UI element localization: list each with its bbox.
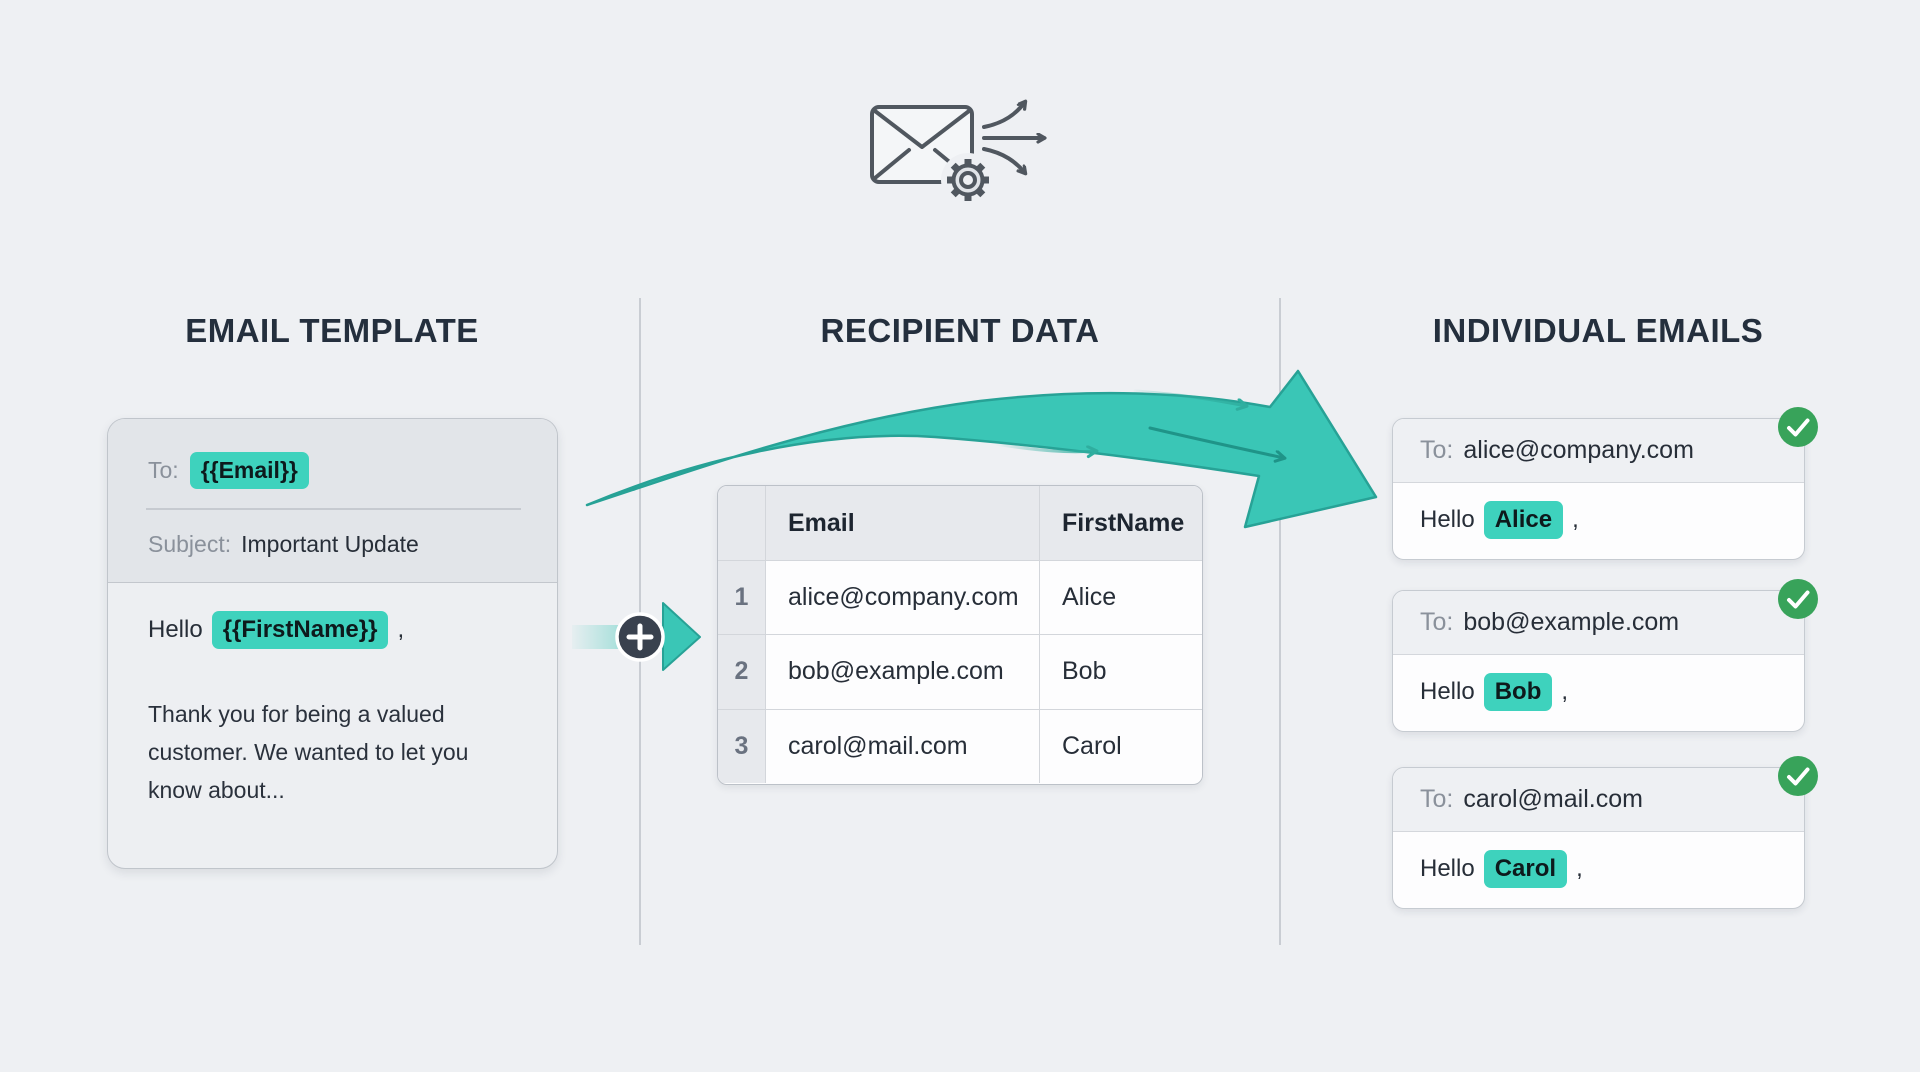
table-cell-email-1: alice@company.com xyxy=(765,560,1039,635)
accent-arrow-lower xyxy=(993,442,1096,452)
merged-name-chip: Bob xyxy=(1483,673,1553,711)
template-header-divider xyxy=(146,508,521,510)
to-label: To: xyxy=(1420,608,1454,636)
merge-arrowhead xyxy=(662,602,701,671)
big-arrow-inner-accent xyxy=(1148,426,1284,458)
table-cell-email-2: bob@example.com xyxy=(765,634,1039,709)
subject-label: Subject: xyxy=(148,531,232,557)
template-body-text: Thank you for being a valued customer. W… xyxy=(148,701,469,803)
greeting-suffix: , xyxy=(1572,506,1579,533)
table-cell-firstname-1: Alice xyxy=(1039,560,1202,635)
to-label: To: xyxy=(1420,436,1454,464)
firstname-variable-chip: {{FirstName}} xyxy=(211,611,389,649)
merged-name-chip: Carol xyxy=(1483,850,1568,888)
table-cell-firstname-2: Bob xyxy=(1039,634,1202,709)
table-corner-cell xyxy=(718,486,765,561)
greeting-prefix: Hello xyxy=(1420,678,1475,705)
table-header-email: Email xyxy=(765,486,1039,561)
plus-icon xyxy=(626,623,654,651)
template-card-header: To: {{Email}} Subject: Important Update xyxy=(108,419,557,583)
email-card-body: Hello Alice , xyxy=(1393,483,1804,557)
sent-check-icon xyxy=(1778,407,1818,447)
to-address: bob@example.com xyxy=(1463,608,1680,636)
email-card-body: Hello Bob , xyxy=(1393,655,1804,729)
email-card-header: To: carol@mail.com xyxy=(1393,768,1804,832)
to-label: To: xyxy=(1420,785,1454,813)
to-address: alice@company.com xyxy=(1463,436,1694,464)
column-divider-right xyxy=(1279,298,1281,945)
mail-merge-icon xyxy=(870,86,1072,207)
individual-email-card: To: carol@mail.com Hello Carol , xyxy=(1392,756,1818,909)
table-rownum-2: 2 xyxy=(718,634,765,709)
sent-check-icon xyxy=(1778,756,1818,796)
greeting-suffix: , xyxy=(397,616,405,643)
individual-email-card: To: alice@company.com Hello Alice , xyxy=(1392,407,1818,560)
to-address: carol@mail.com xyxy=(1463,785,1643,813)
email-card-header: To: bob@example.com xyxy=(1393,591,1804,655)
fan-arrow-up xyxy=(982,102,1025,129)
to-label: To: xyxy=(148,457,179,483)
greeting-suffix: , xyxy=(1561,678,1569,705)
gear-icon xyxy=(941,153,995,207)
accent-arrow-upper xyxy=(1133,389,1246,406)
greeting-suffix: , xyxy=(1576,855,1583,882)
merged-name-chip: Alice xyxy=(1483,501,1564,539)
template-card-body: Hello {{FirstName}} , Thank you for bein… xyxy=(108,583,557,868)
table-header-firstname: FirstName xyxy=(1039,486,1202,561)
heading-individual-emails: INDIVIDUAL EMAILS xyxy=(1432,312,1764,349)
template-to-row: To: {{Email}} xyxy=(148,452,309,489)
sent-check-icon xyxy=(1778,579,1818,619)
greeting-prefix: Hello xyxy=(148,616,203,643)
table-rownum-1: 1 xyxy=(718,560,765,635)
heading-recipient-data: RECIPIENT DATA xyxy=(820,312,1100,349)
email-card-header: To: alice@company.com xyxy=(1393,419,1804,483)
recipient-data-table: Email FirstName 1 alice@company.com Alic… xyxy=(717,485,1203,785)
table-cell-email-3: carol@mail.com xyxy=(765,708,1039,783)
email-variable-chip: {{Email}} xyxy=(189,452,309,489)
template-greeting: Hello {{FirstName}} , xyxy=(148,611,404,649)
fan-arrow-down xyxy=(982,147,1025,173)
individual-email-card: To: bob@example.com Hello Bob , xyxy=(1392,579,1818,732)
email-template-card: To: {{Email}} Subject: Important Update … xyxy=(107,418,558,869)
heading-email-template: EMAIL TEMPLATE xyxy=(185,312,479,349)
table-cell-firstname-3: Carol xyxy=(1039,708,1202,783)
greeting-prefix: Hello xyxy=(1420,506,1475,533)
merge-plus-badge xyxy=(572,602,701,671)
subject-value: Important Update xyxy=(241,531,419,557)
table-rownum-3: 3 xyxy=(718,708,765,783)
email-card-body: Hello Carol , xyxy=(1393,832,1804,906)
template-subject-row: Subject: Important Update xyxy=(148,531,419,558)
greeting-prefix: Hello xyxy=(1420,855,1475,882)
